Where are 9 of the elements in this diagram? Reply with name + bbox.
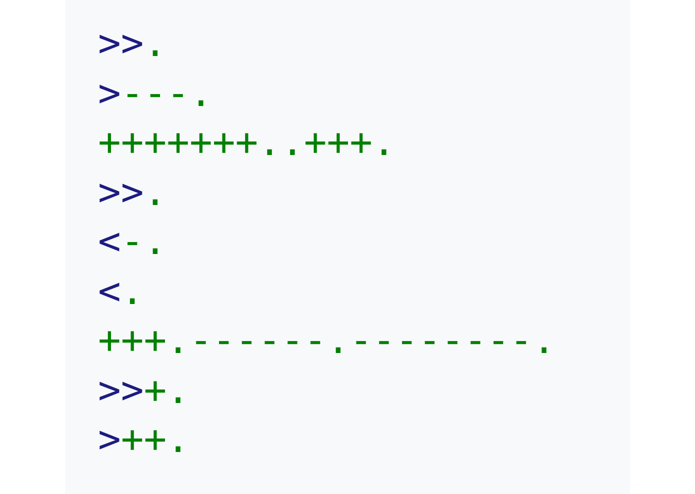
code-line: >---. xyxy=(98,70,212,116)
code-line: >>. xyxy=(98,20,167,66)
code-line: >>+. xyxy=(98,366,190,412)
code-line: >>. xyxy=(98,168,167,214)
code-line: >++. xyxy=(98,416,190,462)
code-line: <-. xyxy=(98,218,167,264)
code-line: +++++++..+++. xyxy=(98,119,396,165)
code-line: <. xyxy=(98,268,144,314)
code-line: +++.------.--------. xyxy=(98,317,556,363)
